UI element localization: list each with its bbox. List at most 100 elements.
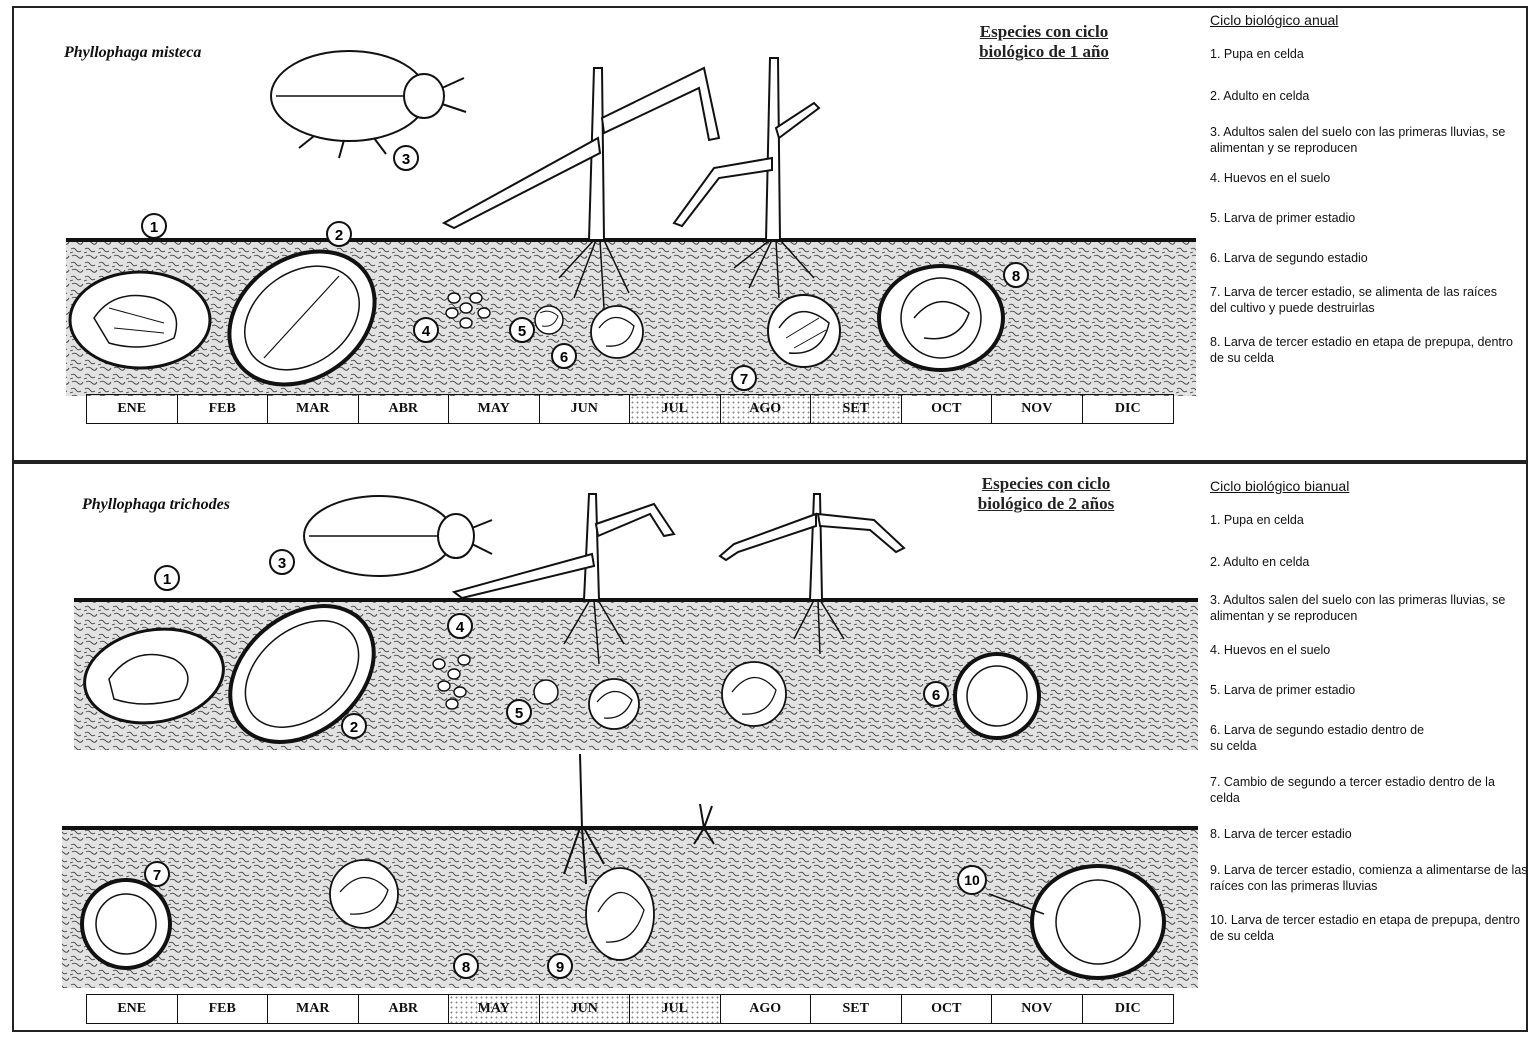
legend-item: 3. Adultos salen del suelo con las prime…	[1210, 592, 1528, 624]
month-cell: FEB	[178, 395, 269, 423]
biannual-cycle-illustration: 1 2 3 4 5 6 7 8 9 10	[14, 464, 1204, 1034]
legend-item: 1. Pupa en celda	[1210, 512, 1528, 528]
stage-marker-7: 7	[732, 366, 756, 390]
stage-marker-1: 1	[155, 566, 179, 590]
annual-cycle-panel: Phyllophaga misteca Especies con ciclo b…	[12, 6, 1528, 462]
legend-item: 5. Larva de primer estadio	[1210, 682, 1528, 698]
legend-item: 2. Adulto en celda	[1210, 88, 1528, 104]
month-cell: JUN	[540, 395, 631, 423]
stage-marker-6: 6	[924, 682, 948, 706]
month-cell: JUN	[540, 995, 631, 1023]
larva-third-instar-feeding	[586, 868, 654, 960]
pupa-cell	[70, 272, 210, 368]
legend-item: 7. Larva de tercer estadio, se alimenta …	[1210, 284, 1510, 316]
month-cell: OCT	[902, 395, 993, 423]
month-bar: ENE FEB MAR ABR MAY JUN JUL AGO SET OCT …	[86, 994, 1174, 1024]
stage-marker-2: 2	[342, 714, 366, 738]
svg-text:5: 5	[515, 705, 523, 722]
stage-marker-3: 3	[394, 146, 418, 170]
month-bar: ENE FEB MAR ABR MAY JUN JUL AGO SET OCT …	[86, 394, 1174, 424]
stage-marker-4: 4	[414, 318, 438, 342]
month-cell: OCT	[902, 995, 993, 1023]
stage-marker-8: 8	[454, 954, 478, 978]
stage-marker-5: 5	[507, 700, 531, 724]
legend-item: 4. Huevos en el suelo	[1210, 642, 1528, 658]
month-cell: DIC	[1083, 395, 1174, 423]
month-cell: MAR	[268, 995, 359, 1023]
month-cell: MAY	[449, 995, 540, 1023]
legend-item: 8. Larva de tercer estadio	[1210, 826, 1528, 842]
month-cell: NOV	[992, 995, 1083, 1023]
month-cell: NOV	[992, 395, 1083, 423]
stage-marker-4: 4	[448, 614, 472, 638]
larva-second-instar	[722, 662, 786, 726]
stage-marker-3: 3	[270, 550, 294, 574]
adult-beetle	[271, 51, 466, 158]
legend-item: 4. Huevos en el suelo	[1210, 170, 1528, 186]
larva-first-instar	[534, 680, 558, 704]
svg-text:4: 4	[456, 619, 465, 636]
larva-cell	[82, 880, 170, 968]
larva-second-instar	[591, 306, 643, 358]
month-cell: FEB	[178, 995, 269, 1023]
larva-second-instar	[589, 679, 639, 729]
month-cell: SET	[811, 995, 902, 1023]
svg-text:9: 9	[556, 959, 564, 976]
stage-marker-10: 10	[958, 866, 986, 894]
adult-beetle	[304, 496, 492, 576]
month-cell: JUL	[630, 995, 721, 1023]
month-cell: MAY	[449, 395, 540, 423]
larva-third-instar	[768, 295, 840, 367]
larva-third-instar	[330, 860, 398, 928]
month-cell: ENE	[87, 395, 178, 423]
month-cell: DIC	[1083, 995, 1174, 1023]
svg-text:7: 7	[153, 867, 161, 884]
legend-title: Ciclo biológico anual	[1210, 12, 1528, 28]
month-cell: MAR	[268, 395, 359, 423]
legend-item: 3. Adultos salen del suelo con las prime…	[1210, 124, 1528, 156]
month-cell: AGO	[721, 995, 812, 1023]
svg-text:3: 3	[402, 151, 410, 168]
svg-text:2: 2	[350, 719, 358, 736]
month-cell: AGO	[721, 395, 812, 423]
legend-item: 10. Larva de tercer estadio en etapa de …	[1210, 912, 1520, 944]
larva-cell	[955, 654, 1039, 738]
svg-text:1: 1	[150, 219, 158, 236]
month-cell: ABR	[359, 995, 450, 1023]
month-cell: ENE	[87, 995, 178, 1023]
larva-first-instar	[535, 306, 563, 334]
svg-text:6: 6	[932, 687, 940, 704]
stage-marker-9: 9	[548, 954, 572, 978]
biannual-legend: Ciclo biológico bianual 1. Pupa en celda…	[1210, 478, 1528, 944]
stage-marker-8: 8	[1004, 263, 1028, 287]
month-cell: JUL	[630, 395, 721, 423]
prepupa-cell	[879, 266, 1003, 370]
month-cell: ABR	[359, 395, 450, 423]
legend-item: 6. Larva de segundo estadio dentro de su…	[1210, 722, 1430, 754]
legend-title: Ciclo biológico bianual	[1210, 478, 1528, 494]
legend-item: 9. Larva de tercer estadio, comienza a a…	[1210, 862, 1528, 894]
svg-text:5: 5	[518, 323, 526, 340]
biannual-cycle-panel: Phyllophaga trichodes Especies con ciclo…	[12, 462, 1528, 1032]
legend-item: 2. Adulto en celda	[1210, 554, 1528, 570]
stage-marker-1: 1	[142, 214, 166, 238]
legend-item: 5. Larva de primer estadio	[1210, 210, 1528, 226]
svg-text:8: 8	[1012, 268, 1020, 285]
legend-item: 7. Cambio de segundo a tercer estadio de…	[1210, 774, 1510, 806]
svg-text:4: 4	[422, 323, 431, 340]
svg-text:3: 3	[278, 555, 286, 572]
svg-text:7: 7	[740, 371, 748, 388]
month-cell: SET	[811, 395, 902, 423]
svg-text:6: 6	[560, 349, 568, 366]
legend-item: 8. Larva de tercer estadio en etapa de p…	[1210, 334, 1528, 366]
svg-text:2: 2	[335, 227, 343, 244]
stage-marker-2: 2	[327, 222, 351, 246]
stage-marker-6: 6	[552, 344, 576, 368]
legend-item: 6. Larva de segundo estadio	[1210, 250, 1528, 266]
stage-marker-5: 5	[510, 318, 534, 342]
svg-text:8: 8	[462, 959, 470, 976]
svg-text:1: 1	[163, 571, 171, 588]
annual-legend: Ciclo biológico anual 1. Pupa en celda 2…	[1210, 12, 1528, 366]
prepupa-cell	[1032, 866, 1164, 978]
legend-item: 1. Pupa en celda	[1210, 46, 1528, 62]
